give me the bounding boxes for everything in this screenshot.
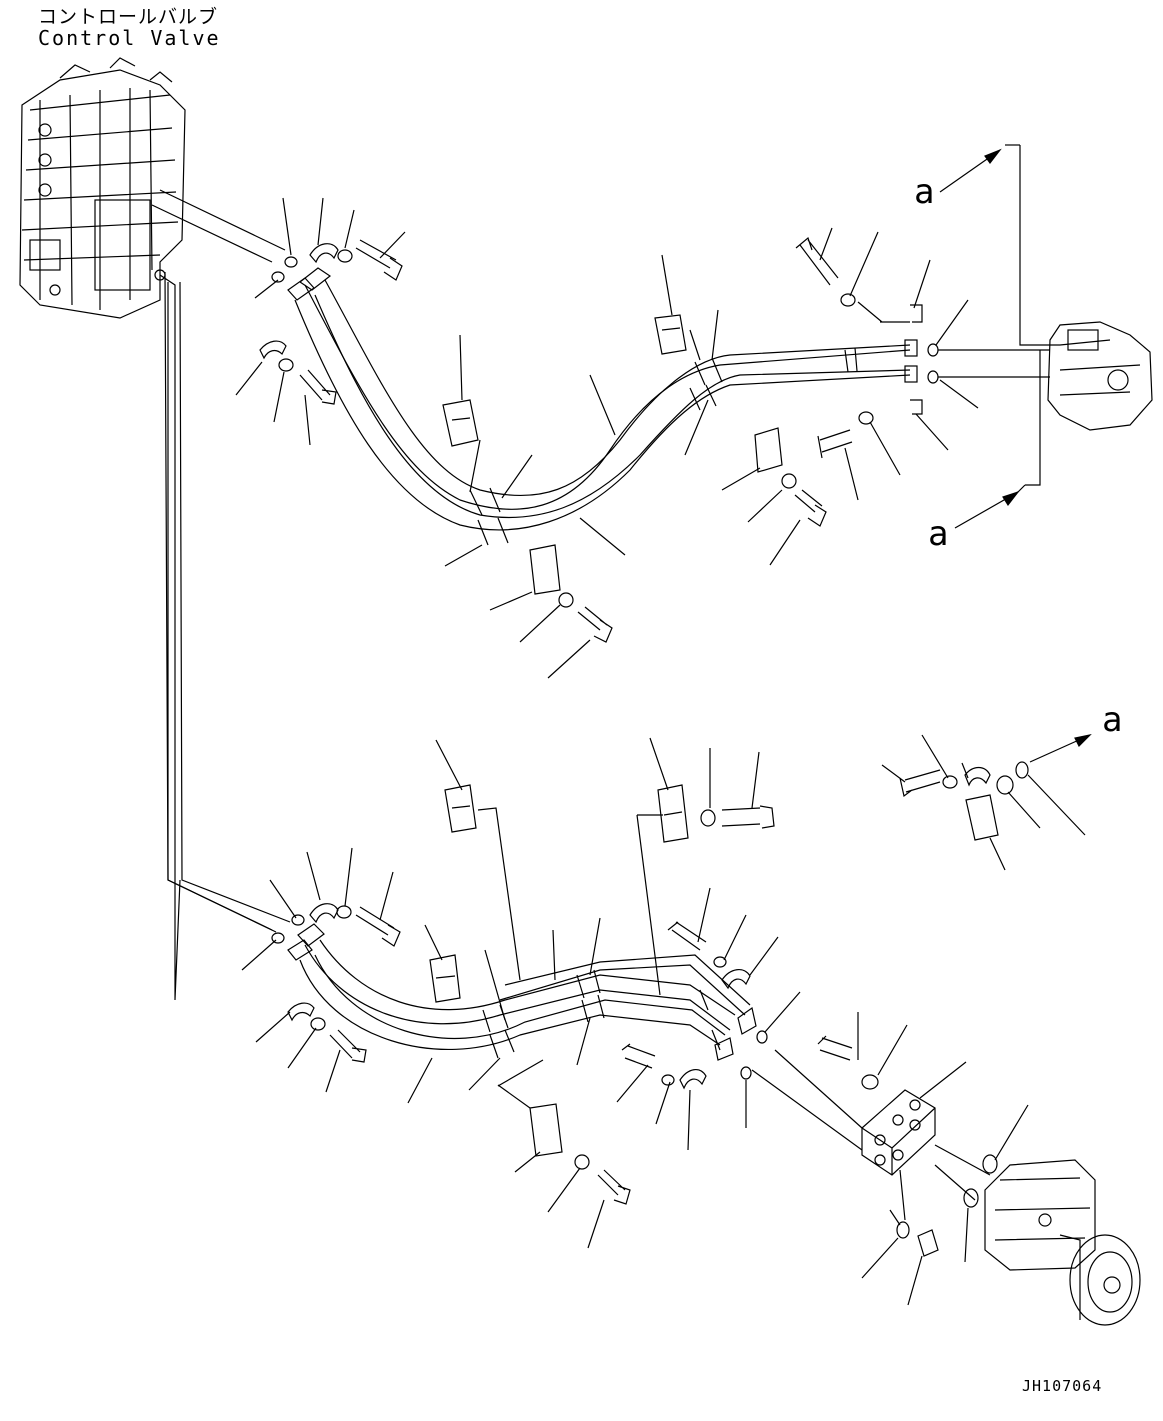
callout-a-upper: a — [914, 172, 935, 212]
lower-leader-lines — [241, 734, 1086, 1306]
upper-hardware — [259, 236, 939, 643]
callout-a-right: a — [1102, 700, 1123, 740]
detail-a-hardware — [899, 761, 1029, 841]
upper-right-component — [938, 144, 1153, 486]
lower-hose-assembly — [287, 923, 757, 1061]
drawing-number: JH107064 — [1022, 1377, 1103, 1395]
upper-leader-lines — [235, 197, 979, 679]
hydraulic-pump — [889, 1144, 1141, 1326]
lower-hardware — [271, 784, 879, 1205]
manifold-block — [751, 1049, 936, 1176]
component-title-japanese: コントロールバルブ — [38, 6, 219, 28]
callout-arrows — [939, 148, 1092, 763]
upper-hose-assembly — [287, 267, 918, 546]
callout-a-middle: a — [928, 514, 949, 554]
component-title-english: Control Valve — [38, 26, 221, 50]
control-valve — [19, 57, 186, 319]
